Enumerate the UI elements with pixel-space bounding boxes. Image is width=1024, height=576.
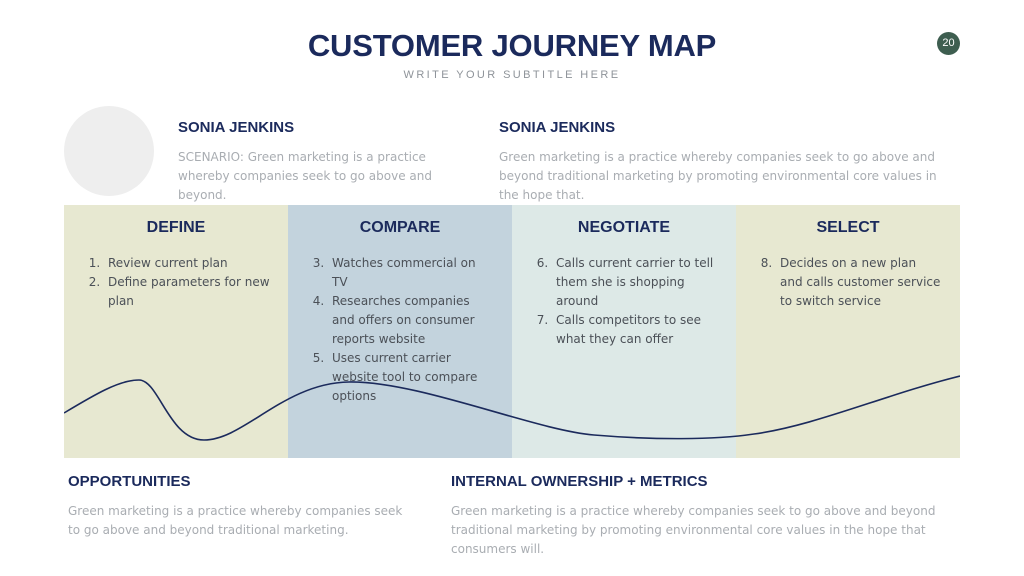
stage-title: COMPARE — [359, 219, 441, 236]
stage-steps: Decides on a new plan and calls customer… — [736, 254, 960, 311]
persona-name: SONIA JENKINS — [499, 119, 616, 136]
stage-title: DEFINE — [146, 219, 206, 236]
stage-step: Review current plan — [104, 254, 270, 273]
stage-title: NEGOTIATE — [577, 219, 671, 236]
opportunities-title: OPPORTUNITIES — [68, 473, 191, 490]
emotion-curve-line — [64, 375, 960, 441]
ownership-title: INTERNAL OWNERSHIP + METRICS — [451, 473, 708, 490]
persona-scenario-text: SCENARIO: Green marketing is a practice … — [178, 150, 432, 202]
stage-step: Define parameters for new plan — [104, 273, 270, 311]
opportunities-section: OPPORTUNITIES Green marketing is a pract… — [68, 473, 408, 540]
stage-steps: Review current planDefine parameters for… — [64, 254, 288, 311]
persona-avatar — [64, 106, 154, 196]
stage-step: Calls competitors to see what they can o… — [552, 311, 718, 349]
ownership-text: Green marketing is a practice whereby co… — [451, 504, 936, 556]
stage-steps: Watches commercial on TVResearches compa… — [288, 254, 512, 406]
stage-step: Calls current carrier to tell them she i… — [552, 254, 718, 311]
ownership-section: INTERNAL OWNERSHIP + METRICS Green marke… — [451, 473, 961, 559]
persona-name: SONIA JENKINS — [178, 119, 295, 136]
page-subtitle: WRITE YOUR SUBTITLE HERE — [403, 69, 621, 81]
stage-negotiate: NEGOTIATE Calls current carrier to tell … — [512, 205, 736, 458]
stage-select: SELECT Decides on a new plan and calls c… — [736, 205, 960, 458]
emotion-curve — [64, 375, 960, 441]
stage-compare: COMPARE Watches commercial on TVResearch… — [288, 205, 512, 458]
page-title: CUSTOMER JOURNEY MAP — [307, 28, 717, 63]
persona-scenario: SONIA JENKINS SCENARIO: Green marketing … — [178, 119, 478, 205]
stage-step: Watches commercial on TV — [328, 254, 494, 292]
stage-steps: Calls current carrier to tell them she i… — [512, 254, 736, 349]
journey-stages: DEFINE Review current planDefine paramet… — [64, 205, 960, 458]
stage-define: DEFINE Review current planDefine paramet… — [64, 205, 288, 458]
stage-title: SELECT — [816, 219, 880, 236]
page-number-badge: 20 — [937, 32, 960, 55]
stage-step: Decides on a new plan and calls customer… — [776, 254, 942, 311]
stage-step: Researches companies and offers on consu… — [328, 292, 494, 349]
persona-description: SONIA JENKINS Green marketing is a pract… — [499, 119, 959, 205]
opportunities-text: Green marketing is a practice whereby co… — [68, 504, 403, 537]
stage-step: Uses current carrier website tool to com… — [328, 349, 494, 406]
persona-description-text: Green marketing is a practice whereby co… — [499, 150, 937, 202]
